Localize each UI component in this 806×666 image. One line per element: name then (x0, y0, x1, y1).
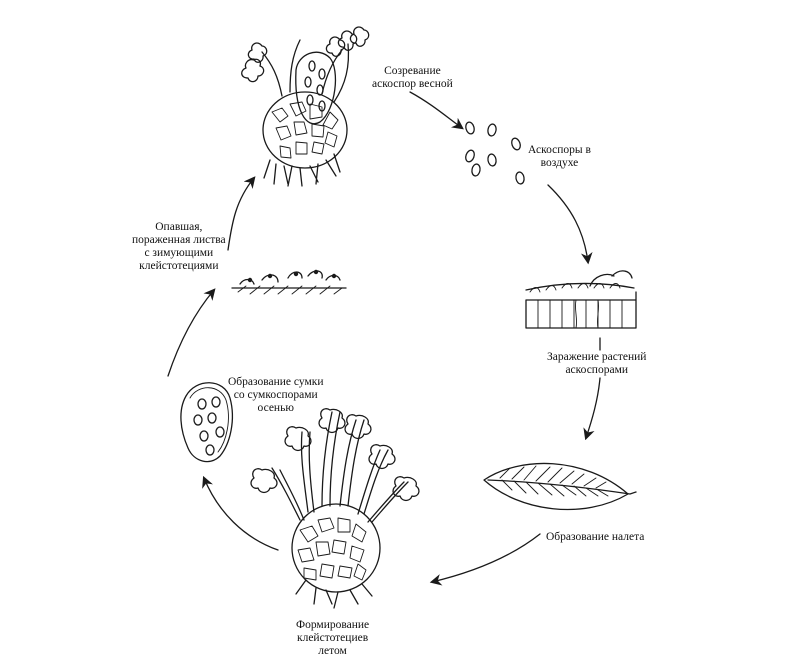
airborne-spores-illustration (465, 121, 525, 185)
caption-airborne: Аскоспоры в воздухе (528, 144, 591, 169)
arrow-to-spores (409, 91, 464, 130)
cycle-arrows (167, 91, 601, 586)
caption-overwinter: Опавшая, пораженная листва с зимующими к… (132, 221, 226, 272)
arrow-to-leaf (583, 377, 601, 441)
ascus-illustration (180, 382, 234, 463)
caption-mildew: Образование налета (546, 531, 645, 543)
arrow-to-cleistothecium (227, 176, 256, 251)
caption-ascus: Образование сумки со сумкоспорами осенью (228, 376, 324, 414)
leaf-litter-illustration (231, 269, 347, 295)
arrow-to-formation (429, 533, 541, 586)
mildewed-leaf-illustration (483, 462, 637, 511)
summer-cleistothecium-illustration (250, 408, 420, 609)
caption-formation: Формирование клейстотециев летом (296, 619, 370, 657)
caption-maturation: Созревание аскоспор весной (372, 65, 453, 90)
opening-cleistothecium-illustration (241, 26, 370, 187)
caption-infection: Заражение растений аскоспорами (547, 351, 647, 376)
arrow-to-ascus (202, 475, 279, 551)
infected-tissue-illustration (525, 270, 637, 351)
arrow-to-litter (167, 288, 216, 377)
arrow-to-infection (547, 184, 593, 265)
